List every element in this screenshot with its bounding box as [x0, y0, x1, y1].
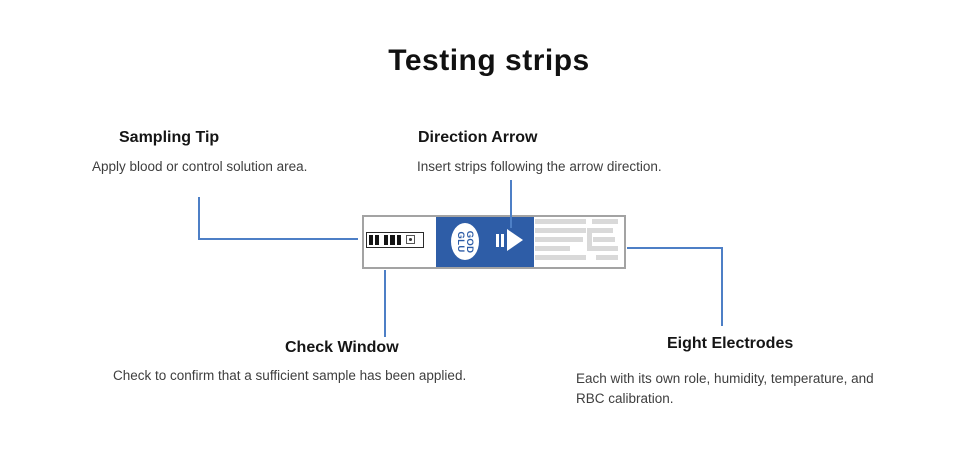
badge-line-god: GOD [464, 230, 475, 253]
sampling-tip-connector-vertical [198, 197, 200, 240]
arrow-head [507, 229, 523, 251]
arrow-bar [501, 233, 504, 247]
check-window-barcode-icon [366, 232, 424, 248]
check-window-description: Check to confirm that a sufficient sampl… [113, 368, 467, 383]
barcode-bar [369, 235, 373, 245]
direction-arrow-description: Insert strips following the arrow direct… [417, 159, 662, 174]
electrode-pad [596, 255, 618, 260]
electrode-pad [535, 228, 586, 233]
direction-arrow-connector [510, 180, 512, 228]
eight-electrodes-description: Each with its own role, humidity, temper… [576, 371, 874, 406]
arrow-bar [496, 233, 499, 247]
glu-god-badge: GOD GLU [451, 223, 479, 260]
badge-line-glu: GLU [455, 231, 466, 252]
eight-electrodes-heading: Eight Electrodes [667, 335, 794, 352]
barcode-bar [397, 235, 401, 245]
page-title: Testing strips [388, 44, 590, 77]
direction-arrow-heading: Direction Arrow [418, 129, 538, 146]
electrode-pad [593, 237, 615, 242]
electrode-pad [535, 237, 583, 242]
sampling-tip-section [364, 217, 436, 267]
barcode-end-dot [409, 238, 412, 241]
electrode-pad [535, 246, 570, 251]
barcode-bar [384, 235, 388, 245]
eight-electrodes-connector-horizontal [627, 247, 723, 249]
check-window-heading: Check Window [285, 339, 399, 356]
electrode-pad [592, 246, 618, 251]
glu-god-badge-text: GOD GLU [455, 230, 475, 253]
sampling-tip-heading: Sampling Tip [119, 129, 220, 146]
barcode-bar [390, 235, 395, 245]
barcode-bar [375, 235, 379, 245]
electrode-pad [535, 255, 586, 260]
eight-electrodes-connector-vertical [721, 247, 723, 326]
electrode-pad [535, 219, 586, 224]
strip-body-section: GOD GLU [436, 217, 534, 267]
electrode-connector [587, 228, 592, 251]
test-strip-illustration: GOD GLU [362, 215, 626, 269]
electrode-pad [592, 219, 618, 224]
sampling-tip-description: Apply blood or control solution area. [92, 159, 308, 174]
sampling-tip-connector-horizontal [198, 238, 358, 240]
electrodes-section [534, 217, 624, 267]
check-window-connector [384, 270, 386, 337]
barcode-end-square [406, 235, 415, 244]
insert-direction-arrow-icon [496, 229, 523, 251]
electrode-pad [592, 228, 613, 233]
